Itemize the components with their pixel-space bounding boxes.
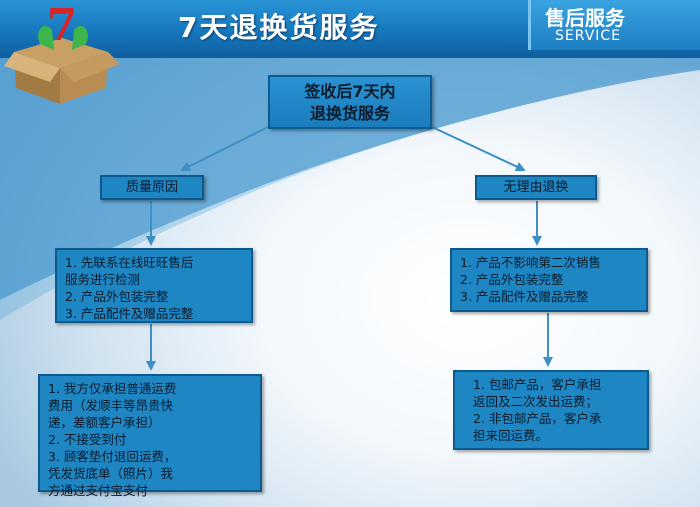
- list-item: 方通过支付宝支付: [48, 483, 149, 498]
- arrow-to-quality: [180, 126, 269, 171]
- svg-text:7: 7: [47, 0, 78, 51]
- list-item: 2. 非包邮产品，客户承: [473, 411, 602, 426]
- list-item: 递，差额客户承担）: [48, 415, 161, 430]
- quality-shipping-box: 1. 我方仅承担普通运费 费用（发顺丰等昂贵快 递，差额客户承担） 2. 不接受…: [38, 374, 262, 498]
- list-item: 1. 产品不影响第二次销售: [460, 255, 601, 270]
- list-item: 3. 顾客垫付退回运费，: [48, 449, 177, 464]
- top-node-line: 签收后7天内: [304, 82, 396, 101]
- list-item: 2. 产品外包装完整: [460, 272, 564, 287]
- list-item: 3. 产品配件及赠品完整: [460, 289, 589, 304]
- no-reason-node: 无理由退换: [475, 175, 597, 200]
- list-item: 返回及二次发出运费；: [473, 394, 599, 409]
- page-title: 7天退换货服务: [178, 11, 380, 44]
- list-item: 1. 包邮产品，客户承担: [473, 377, 602, 392]
- top-node: 签收后7天内 退换货服务: [268, 75, 432, 129]
- no-reason-shipping-box: 1. 包邮产品，客户承担 返回及二次发出运费； 2. 非包邮产品，客户承 担来回…: [453, 370, 649, 450]
- no-reason-steps-box: 1. 产品不影响第二次销售 2. 产品外包装完整 3. 产品配件及赠品完整: [450, 248, 648, 312]
- list-item: 1. 先联系在线旺旺售后: [65, 255, 194, 270]
- list-item: 3. 产品配件及赠品完整: [65, 306, 194, 321]
- box-7-logo-icon: 7: [4, 0, 120, 104]
- header-bar: 7天退换货服务 售后服务 SERVICE: [0, 0, 700, 58]
- service-badge: 售后服务 SERVICE: [528, 0, 700, 50]
- list-item: 担来回运费。: [473, 428, 549, 443]
- list-item: 服务进行检测: [65, 272, 141, 287]
- list-item: 2. 不接受到付: [48, 432, 127, 447]
- list-item: 1. 我方仅承担普通运费: [48, 381, 177, 396]
- top-node-line: 退换货服务: [309, 104, 390, 123]
- service-label-en: SERVICE: [555, 28, 622, 44]
- arrow-to-no-reason: [431, 126, 526, 172]
- service-label-cn: 售后服务: [545, 6, 625, 30]
- quality-steps-box: 1. 先联系在线旺旺售后 服务进行检测 2. 产品外包装完整 3. 产品配件及赠…: [55, 248, 253, 323]
- list-item: 费用（发顺丰等昂贵快: [48, 398, 174, 413]
- list-item: 2. 产品外包装完整: [65, 289, 169, 304]
- quality-reason-node: 质量原因: [100, 175, 204, 200]
- list-item: 凭发货底单（照片）我: [48, 466, 174, 481]
